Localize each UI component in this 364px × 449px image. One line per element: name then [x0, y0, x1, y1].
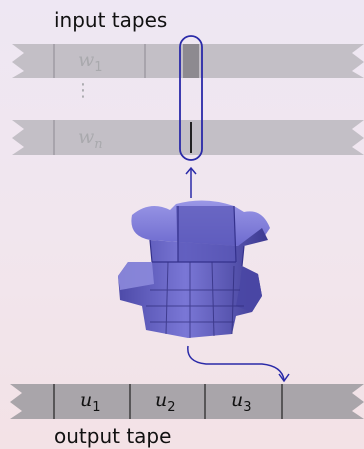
head-arrow-tip — [185, 166, 197, 175]
input-tapes-label: input tapes — [54, 8, 168, 32]
gear-floor-grid — [146, 261, 244, 338]
index: n — [94, 136, 103, 152]
input-tape-n-body — [12, 120, 364, 155]
output-cell-1: u1 — [80, 389, 101, 415]
gear-machine-icon — [118, 200, 270, 338]
gear-left-tooth — [118, 262, 154, 290]
output-tape-label: output tape — [54, 424, 172, 448]
input-tape-n — [12, 120, 364, 155]
index: 1 — [94, 59, 103, 75]
gear-edges — [149, 205, 245, 267]
input-tape-1-symbol: w1 — [78, 49, 103, 75]
input-tape-1-head-cell — [183, 44, 199, 78]
index: 3 — [243, 399, 252, 415]
output-tape-body — [10, 384, 364, 419]
symbol: w — [78, 49, 95, 71]
input-tape-ellipsis: ⋮ — [74, 80, 92, 101]
symbol: u — [80, 389, 93, 411]
output-tape — [10, 384, 364, 419]
output-cell-2: u2 — [155, 389, 176, 415]
output-cell-3: u3 — [231, 389, 252, 415]
gear-right-tooth — [236, 266, 262, 312]
index: 1 — [92, 399, 101, 415]
symbol: u — [231, 389, 244, 411]
symbol: u — [155, 389, 168, 411]
gear-inner-wall — [176, 206, 236, 262]
input-tape-1 — [12, 44, 364, 78]
index: 2 — [167, 399, 176, 415]
output-arrow — [187, 345, 285, 381]
read-head-icon — [179, 35, 203, 161]
input-tape-n-symbol: wn — [78, 126, 103, 152]
symbol: w — [78, 126, 95, 148]
output-arrow-tip — [278, 373, 290, 383]
